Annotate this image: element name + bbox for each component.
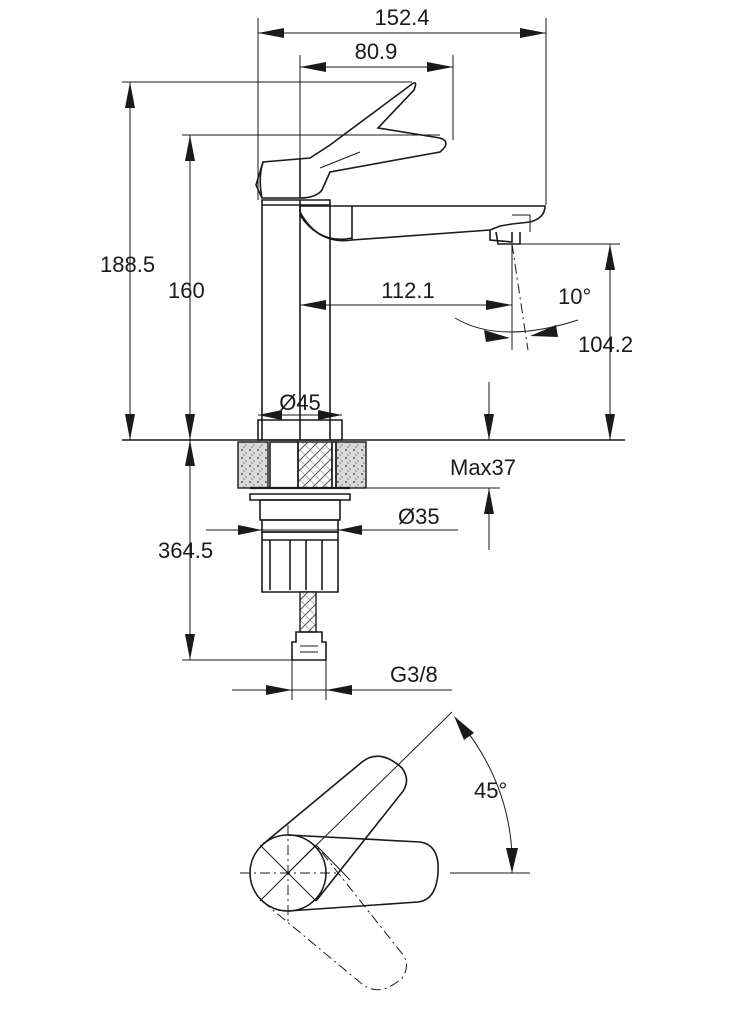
- dim-hole-diameter: Ø35: [398, 504, 440, 529]
- dim-connection: G3/8: [390, 662, 438, 687]
- dim-base-diameter: Ø45: [279, 390, 321, 415]
- dim-spout-angle: 10°: [558, 284, 591, 309]
- spout: [299, 205, 546, 242]
- lever-straight: [287, 834, 439, 912]
- countertop-left-section: [237, 441, 269, 489]
- dim-spout-height: 104.2: [578, 332, 633, 357]
- faucet-body: [261, 199, 331, 440]
- dim-handle-offset: 80.9: [355, 39, 398, 64]
- dim-handle-rotation: 45°: [474, 778, 507, 803]
- dim-total-length: 152.4: [374, 5, 429, 30]
- countertop-right-section: [335, 441, 367, 489]
- dimension-labels: 152.4 80.9 188.5 160 112.1 10° 104.2 Ø45…: [100, 5, 633, 803]
- lever-rotated: [261, 755, 408, 902]
- handle-lever: [255, 82, 447, 199]
- dim-total-height: 188.5: [100, 252, 155, 277]
- lever-alt-position: [261, 844, 407, 991]
- handle-top-view: [240, 711, 530, 991]
- dim-body-height: 160: [168, 278, 205, 303]
- dimension-lines: [122, 18, 620, 700]
- faucet-side-view: [255, 82, 546, 441]
- braided-hose-lower: [299, 591, 317, 633]
- dim-max-deck: Max37: [450, 455, 516, 480]
- mounting-washer: [249, 493, 351, 501]
- dim-hose-length: 364.5: [158, 538, 213, 563]
- fixing-nut: [261, 531, 339, 593]
- braided-hose-upper: [297, 441, 333, 489]
- dim-spout-reach: 112.1: [381, 278, 434, 303]
